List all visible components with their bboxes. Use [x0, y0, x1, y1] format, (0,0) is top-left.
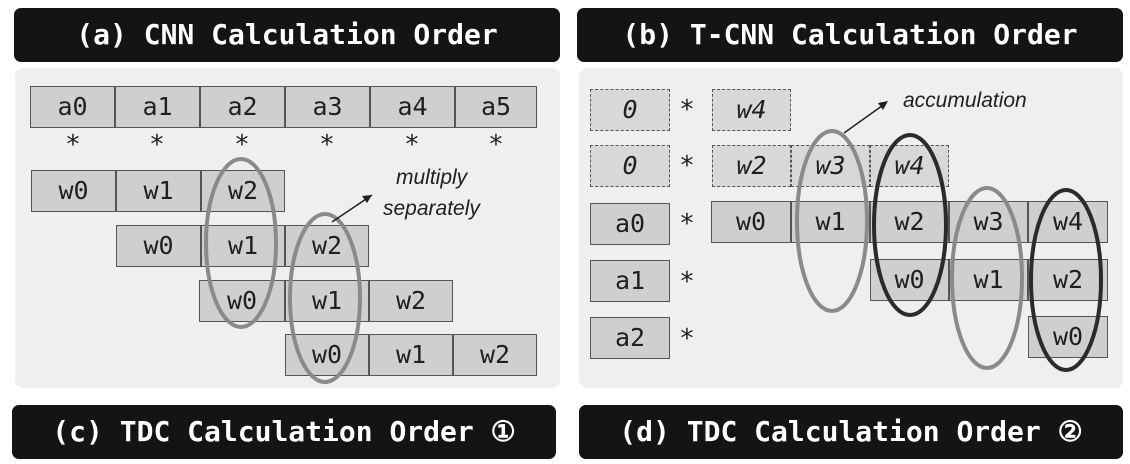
weight-cell-w0: w0: [285, 334, 369, 376]
input-cell-a5: a5: [455, 86, 537, 128]
weight-cell-w0: w0: [711, 201, 791, 243]
weight-cell-w0: w0: [199, 280, 285, 322]
input-cell-a3: a3: [285, 86, 370, 128]
multiply-symbol: *: [679, 209, 695, 239]
multiply-symbol: *: [319, 130, 335, 160]
multiply-symbol: *: [488, 130, 504, 160]
weight-cell-w4: w4: [712, 89, 791, 131]
banner-tcnn-order: (b) T-CNN Calculation Order: [577, 8, 1123, 62]
note-separately: separately: [383, 197, 480, 220]
note-accumulation: accumulation: [903, 89, 1027, 112]
input-cell-a1: a1: [115, 86, 200, 128]
weight-cell-w0: w0: [31, 170, 116, 212]
weight-cell-w3: w3: [791, 145, 870, 187]
multiply-symbol: *: [65, 130, 81, 160]
weight-cell-w2: w2: [201, 170, 285, 212]
note-multiply: multiply: [396, 166, 468, 189]
banner-tdc-order-2: (d) TDC Calculation Order ②: [579, 405, 1123, 459]
weight-cell-w1: w1: [116, 170, 201, 212]
weight-cell-w2: w2: [870, 201, 949, 243]
multiply-symbol: *: [404, 130, 420, 160]
zero-pad-cell: 0: [590, 89, 670, 131]
multiply-symbol: *: [679, 95, 695, 125]
weight-cell-w1: w1: [369, 334, 453, 376]
banner-tdc-order-1: (c) TDC Calculation Order ①: [12, 405, 556, 459]
weight-cell-w1: w1: [285, 280, 369, 322]
weight-cell-w0: w0: [870, 259, 949, 301]
weight-cell-w0: w0: [116, 225, 201, 267]
weight-cell-w3: w3: [949, 201, 1028, 243]
weight-cell-w1: w1: [791, 201, 870, 243]
zero-pad-cell: 0: [590, 145, 670, 187]
weight-cell-w2: w2: [453, 334, 537, 376]
weight-cell-w2: w2: [369, 280, 453, 322]
weight-cell-w2: w2: [285, 225, 369, 267]
weight-cell-w4: w4: [870, 145, 949, 187]
weight-cell-w0: w0: [1028, 316, 1108, 358]
multiply-symbol: *: [679, 151, 695, 181]
multiply-symbol: *: [234, 130, 250, 160]
input-cell-a1: a1: [590, 260, 670, 302]
input-cell-a0: a0: [30, 86, 115, 128]
multiply-symbol: *: [679, 324, 695, 354]
weight-cell-w1: w1: [949, 259, 1028, 301]
input-cell-a4: a4: [370, 86, 455, 128]
weight-cell-w2: w2: [1028, 259, 1108, 301]
multiply-symbol: *: [679, 267, 695, 297]
input-cell-a0: a0: [590, 203, 670, 245]
multiply-symbol: *: [149, 130, 165, 160]
input-cell-a2: a2: [200, 86, 285, 128]
input-cell-a2: a2: [590, 317, 670, 359]
weight-cell-w4: w4: [1028, 201, 1108, 243]
banner-cnn-order: (a) CNN Calculation Order: [14, 8, 560, 62]
weight-cell-w1: w1: [201, 225, 285, 267]
weight-cell-w2: w2: [712, 145, 791, 187]
